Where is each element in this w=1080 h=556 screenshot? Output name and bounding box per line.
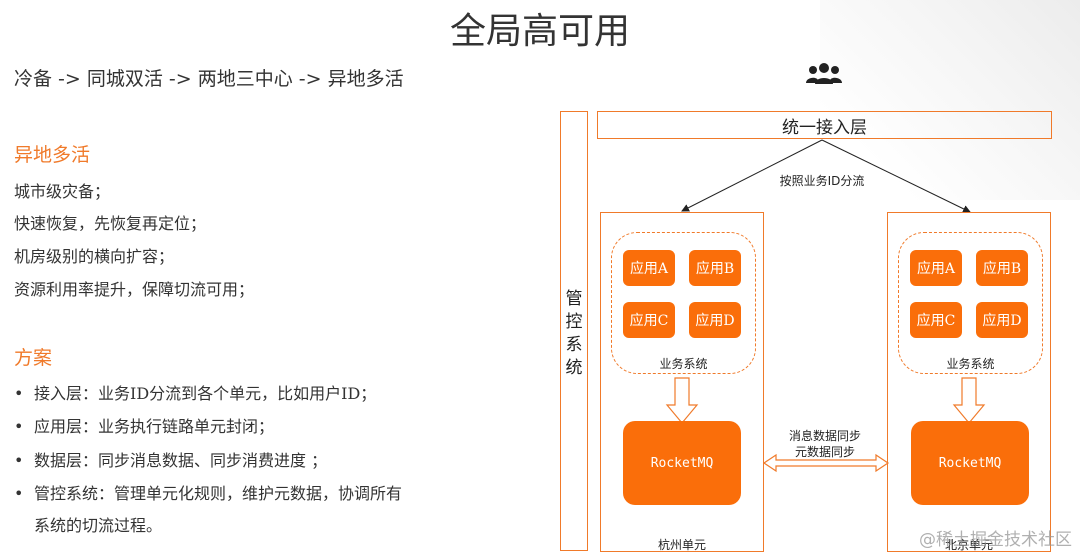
app-box: 应用C xyxy=(623,302,675,338)
app-to-mq-arrow-left xyxy=(665,377,699,424)
app-box: 应用B xyxy=(689,250,741,286)
control-system-char: 管 xyxy=(565,289,583,309)
plan-item-text: 应用层：业务执行链路单元封闭； xyxy=(34,417,275,436)
control-system-char: 系 xyxy=(565,335,583,355)
multi-active-line: 机房级别的横向扩容； xyxy=(14,247,175,266)
mq-sync-arrow xyxy=(762,453,890,473)
bullet-icon: • xyxy=(14,484,24,503)
control-system-char: 统 xyxy=(565,358,583,378)
business-system-group-left xyxy=(611,232,756,374)
sync-label-line: 元数据同步 xyxy=(794,445,855,459)
unified-access-layer: 统一接入层 xyxy=(597,111,1052,139)
plan-heading: 方案 xyxy=(14,347,53,369)
route-arrow-left xyxy=(681,139,823,212)
sync-label: 消息数据同步 元数据同步 xyxy=(768,428,882,460)
bullet-icon: • xyxy=(14,384,24,403)
sync-label-line: 消息数据同步 xyxy=(788,429,861,443)
plan-item-text: 管控系统：管理单元化规则，维护元数据，协调所有 xyxy=(34,484,403,503)
rocketmq-box: RocketMQ xyxy=(911,421,1029,505)
app-box: 应用D xyxy=(689,302,741,338)
app-box: 应用A xyxy=(910,250,962,286)
control-system-label: 管 控 系 统 xyxy=(561,288,587,380)
control-system-box xyxy=(560,111,588,551)
plan-item: • 管控系统：管理单元化规则，维护元数据，协调所有 xyxy=(14,480,402,504)
evolution-path: 冷备 -> 同城双活 -> 两地三中心 -> 异地多活 xyxy=(14,68,404,90)
rocketmq-box: RocketMQ xyxy=(623,421,741,505)
plan-item-text: 接入层：业务ID分流到各个单元，比如用户ID； xyxy=(34,384,377,403)
watermark: @稀土掘金技术社区 xyxy=(919,530,1072,550)
app-box: 应用D xyxy=(976,302,1028,338)
unit-label-beijing: 北京单元 xyxy=(944,538,993,552)
multi-active-line: 资源利用率提升，保障切流可用； xyxy=(14,280,255,299)
plan-item: • 应用层：业务执行链路单元封闭； xyxy=(14,413,274,437)
users-group-icon xyxy=(806,63,842,84)
plan-item: • 接入层：业务ID分流到各个单元，比如用户ID； xyxy=(14,380,376,404)
business-system-label: 业务系统 xyxy=(659,357,708,371)
bullet-icon: • xyxy=(14,417,24,436)
app-box: 应用B xyxy=(976,250,1028,286)
business-system-label: 业务系统 xyxy=(946,357,995,371)
plan-item-text: 数据层：同步消息数据、同步消费进度 ； xyxy=(34,451,328,470)
multi-active-line: 快速恢复，先恢复再定位； xyxy=(14,214,207,233)
app-box: 应用C xyxy=(910,302,962,338)
unit-label-hangzhou: 杭州单元 xyxy=(657,538,706,552)
page-title: 全局高可用 xyxy=(449,11,630,52)
route-label: 按照业务ID分流 xyxy=(779,174,865,188)
app-to-mq-arrow-right xyxy=(952,377,986,424)
multi-active-heading: 异地多活 xyxy=(14,144,91,166)
bullet-icon: • xyxy=(14,451,24,470)
plan-item-continuation: 系统的切流过程。 xyxy=(34,516,163,535)
unit-box-hangzhou xyxy=(600,212,764,552)
app-box: 应用A xyxy=(623,250,675,286)
business-system-group-right xyxy=(898,232,1043,374)
control-system-char: 控 xyxy=(565,312,583,332)
unit-box-beijing xyxy=(887,212,1051,552)
multi-active-line: 城市级灾备； xyxy=(14,182,111,201)
plan-item: • 数据层：同步消息数据、同步消费进度 ； xyxy=(14,447,327,471)
route-arrow-right xyxy=(821,139,971,213)
